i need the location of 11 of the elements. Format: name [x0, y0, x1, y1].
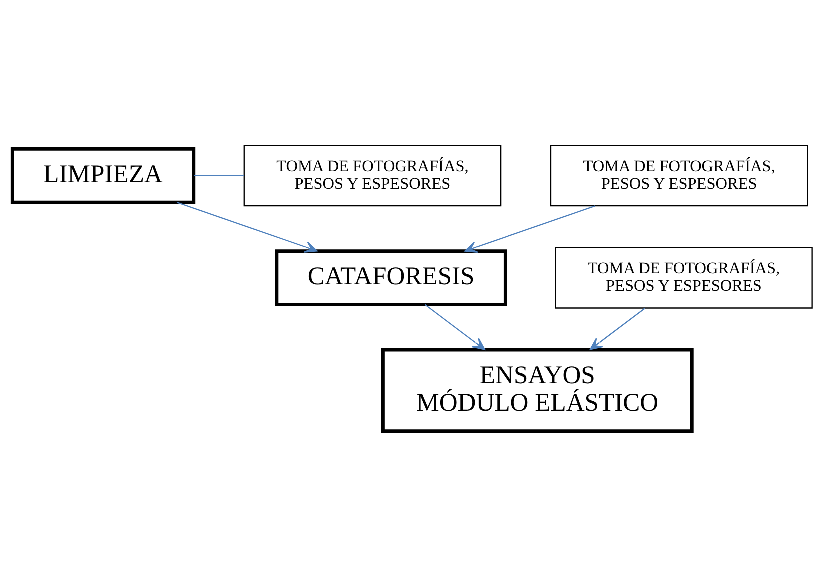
- arrow: [590, 308, 646, 350]
- arrow: [424, 304, 486, 350]
- arrow: [176, 202, 318, 253]
- node-box: TOMA DE FOTOGRAFÍAS, PESOS Y ESPESORES: [244, 145, 502, 207]
- connector: [194, 175, 244, 176]
- node-box: TOMA DE FOTOGRAFÍAS, PESOS Y ESPESORES: [555, 247, 813, 309]
- node-box: CATAFORESIS: [275, 250, 508, 306]
- node-box: TOMA DE FOTOGRAFÍAS, PESOS Y ESPESORES: [550, 145, 808, 207]
- arrow: [464, 206, 596, 253]
- node-box: ENSAYOS MÓDULO ELÁSTICO: [381, 348, 694, 434]
- node-box: LIMPIEZA: [10, 147, 196, 204]
